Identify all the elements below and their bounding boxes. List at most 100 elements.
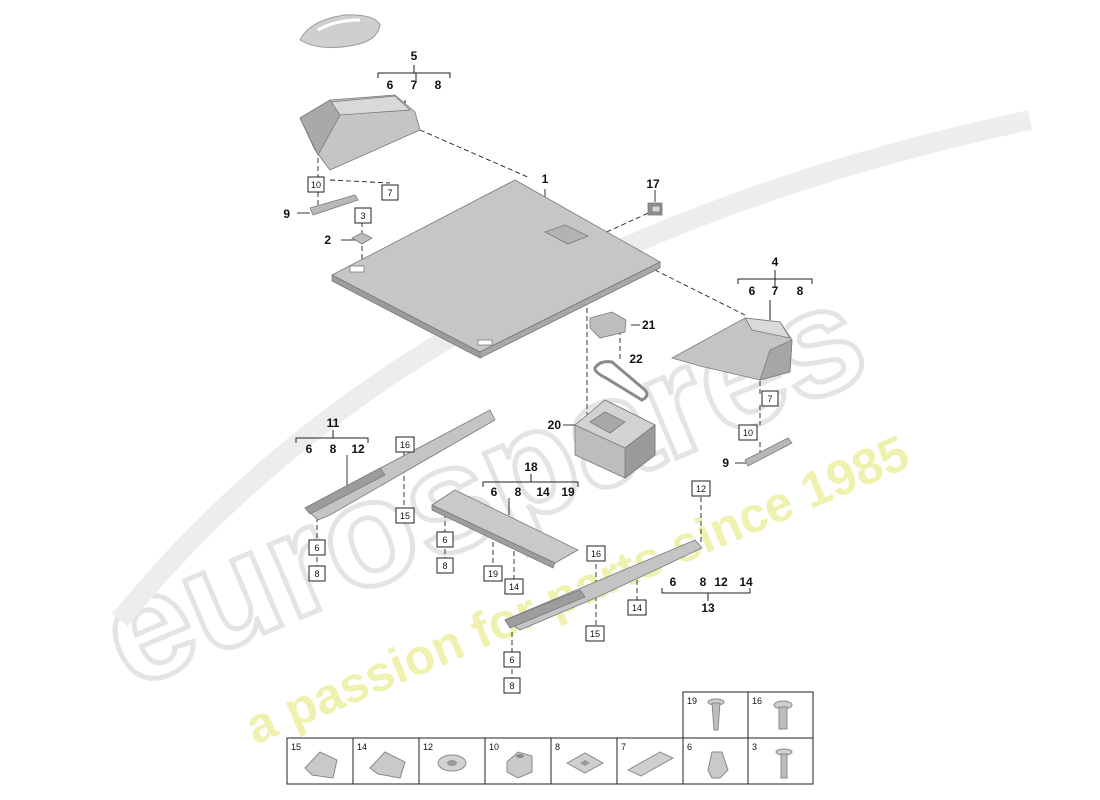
group-4-item: 7 bbox=[772, 284, 779, 298]
retainer-clip-icon bbox=[369, 751, 406, 779]
svg-text:6: 6 bbox=[314, 543, 319, 553]
legend-label: 16 bbox=[752, 696, 762, 706]
svg-text:16: 16 bbox=[591, 549, 601, 559]
fastener-legend: 19 16 15 14 12 10 8 7 6 3 bbox=[286, 691, 814, 785]
group-11-item: 8 bbox=[330, 442, 337, 456]
svg-text:19: 19 bbox=[488, 569, 498, 579]
ref-box: 3 bbox=[354, 207, 372, 224]
svg-text:8: 8 bbox=[442, 561, 447, 571]
legend-label: 10 bbox=[489, 742, 499, 752]
screw-washer-icon bbox=[773, 700, 793, 730]
svg-text:6: 6 bbox=[509, 655, 514, 665]
legend-label: 19 bbox=[687, 696, 697, 706]
group-18-item: 14 bbox=[536, 485, 550, 499]
part-20-storage-box bbox=[574, 399, 656, 479]
ref-box: 16 bbox=[395, 436, 415, 453]
group-5-item: 6 bbox=[387, 78, 394, 92]
metal-clip-icon bbox=[707, 751, 729, 779]
spring-clip-icon bbox=[304, 751, 338, 779]
group-5-item: 7 bbox=[411, 78, 418, 92]
legend-label: 6 bbox=[687, 742, 692, 752]
group-18-item: 6 bbox=[491, 485, 498, 499]
ref-box: 16 bbox=[586, 545, 606, 562]
svg-text:8: 8 bbox=[509, 681, 514, 691]
svg-text:7: 7 bbox=[767, 394, 772, 404]
callout-11: 11 bbox=[327, 416, 340, 430]
callout-5: 5 bbox=[411, 49, 418, 63]
ref-box: 10 bbox=[307, 176, 325, 193]
ref-box: 7 bbox=[761, 390, 779, 407]
group-11-item: 6 bbox=[306, 442, 313, 456]
svg-text:14: 14 bbox=[509, 582, 519, 592]
group-11-item: 12 bbox=[351, 442, 365, 456]
svg-text:8: 8 bbox=[314, 569, 319, 579]
callout-2: 2 bbox=[324, 233, 331, 247]
part-13-rail bbox=[504, 539, 703, 631]
ref-box: 19 bbox=[483, 565, 503, 582]
ref-box: 14 bbox=[627, 599, 647, 616]
group-13-item: 12 bbox=[714, 575, 728, 589]
group-13-item: 6 bbox=[670, 575, 677, 589]
callout-22: 22 bbox=[629, 352, 643, 366]
svg-text:15: 15 bbox=[400, 511, 410, 521]
washer-icon bbox=[437, 754, 467, 772]
group-5-item: 8 bbox=[435, 78, 442, 92]
callout-21: 21 bbox=[642, 318, 656, 332]
nut-icon bbox=[506, 751, 533, 779]
group-4-item: 6 bbox=[749, 284, 756, 298]
ref-box: 6 bbox=[308, 539, 326, 556]
part-1-floor-panel bbox=[331, 179, 661, 359]
group-4-item: 8 bbox=[797, 284, 804, 298]
part-22-strap bbox=[593, 360, 649, 402]
svg-text:6: 6 bbox=[442, 535, 447, 545]
callout-20: 20 bbox=[548, 418, 562, 432]
group-18-item: 19 bbox=[561, 485, 575, 499]
ref-box: 15 bbox=[395, 507, 415, 524]
ref-box: 14 bbox=[504, 578, 524, 595]
foam-strip-icon bbox=[626, 751, 675, 777]
group-13-item: 14 bbox=[739, 575, 753, 589]
legend-label: 15 bbox=[291, 742, 301, 752]
callout-9-right: 9 bbox=[722, 456, 729, 470]
callout-4: 4 bbox=[772, 255, 779, 269]
legend-label: 3 bbox=[752, 742, 757, 752]
svg-text:3: 3 bbox=[360, 211, 365, 221]
part-2-fastener bbox=[351, 232, 373, 245]
callout-13: 13 bbox=[701, 601, 715, 615]
ref-box: 8 bbox=[308, 565, 326, 582]
ref-box: 8 bbox=[503, 677, 521, 694]
part-21-bracket bbox=[589, 311, 627, 339]
legend-label: 14 bbox=[357, 742, 367, 752]
part-18-panel bbox=[431, 489, 579, 569]
ref-box: 6 bbox=[503, 651, 521, 668]
ref-box: 10 bbox=[738, 424, 758, 441]
svg-text:7: 7 bbox=[387, 188, 392, 198]
callout-labels: 1 2 9 9 17 20 21 22 5 6 7 8 4 6 7 8 11 6… bbox=[283, 49, 803, 615]
push-rivet-icon bbox=[707, 698, 725, 731]
boxed-references: 10 7 3 7 10 12 16 15 6 8 6 8 19 14 16 14… bbox=[307, 176, 779, 694]
svg-text:14: 14 bbox=[632, 603, 642, 613]
part-17-clip bbox=[647, 202, 663, 216]
part-4-right-trim bbox=[670, 317, 793, 381]
callout-9-left: 9 bbox=[283, 207, 290, 221]
svg-text:10: 10 bbox=[311, 180, 321, 190]
part-9-left-bracket bbox=[309, 194, 359, 216]
callout-18: 18 bbox=[524, 460, 538, 474]
svg-text:16: 16 bbox=[400, 440, 410, 450]
legend-label: 12 bbox=[423, 742, 433, 752]
legend-label: 8 bbox=[555, 742, 560, 752]
group-13-item: 8 bbox=[700, 575, 707, 589]
part-11-rail bbox=[304, 409, 496, 521]
part-5-left-trim bbox=[299, 94, 421, 171]
ref-box: 12 bbox=[691, 480, 711, 497]
legend-label: 7 bbox=[621, 742, 626, 752]
callout-1: 1 bbox=[542, 172, 549, 186]
screw-icon bbox=[775, 748, 793, 779]
group-brackets bbox=[295, 65, 813, 601]
car-icon bbox=[299, 14, 381, 49]
svg-text:15: 15 bbox=[590, 629, 600, 639]
ref-box: 6 bbox=[436, 531, 454, 548]
callout-17: 17 bbox=[646, 177, 660, 191]
part-9-right-bracket bbox=[744, 437, 793, 467]
